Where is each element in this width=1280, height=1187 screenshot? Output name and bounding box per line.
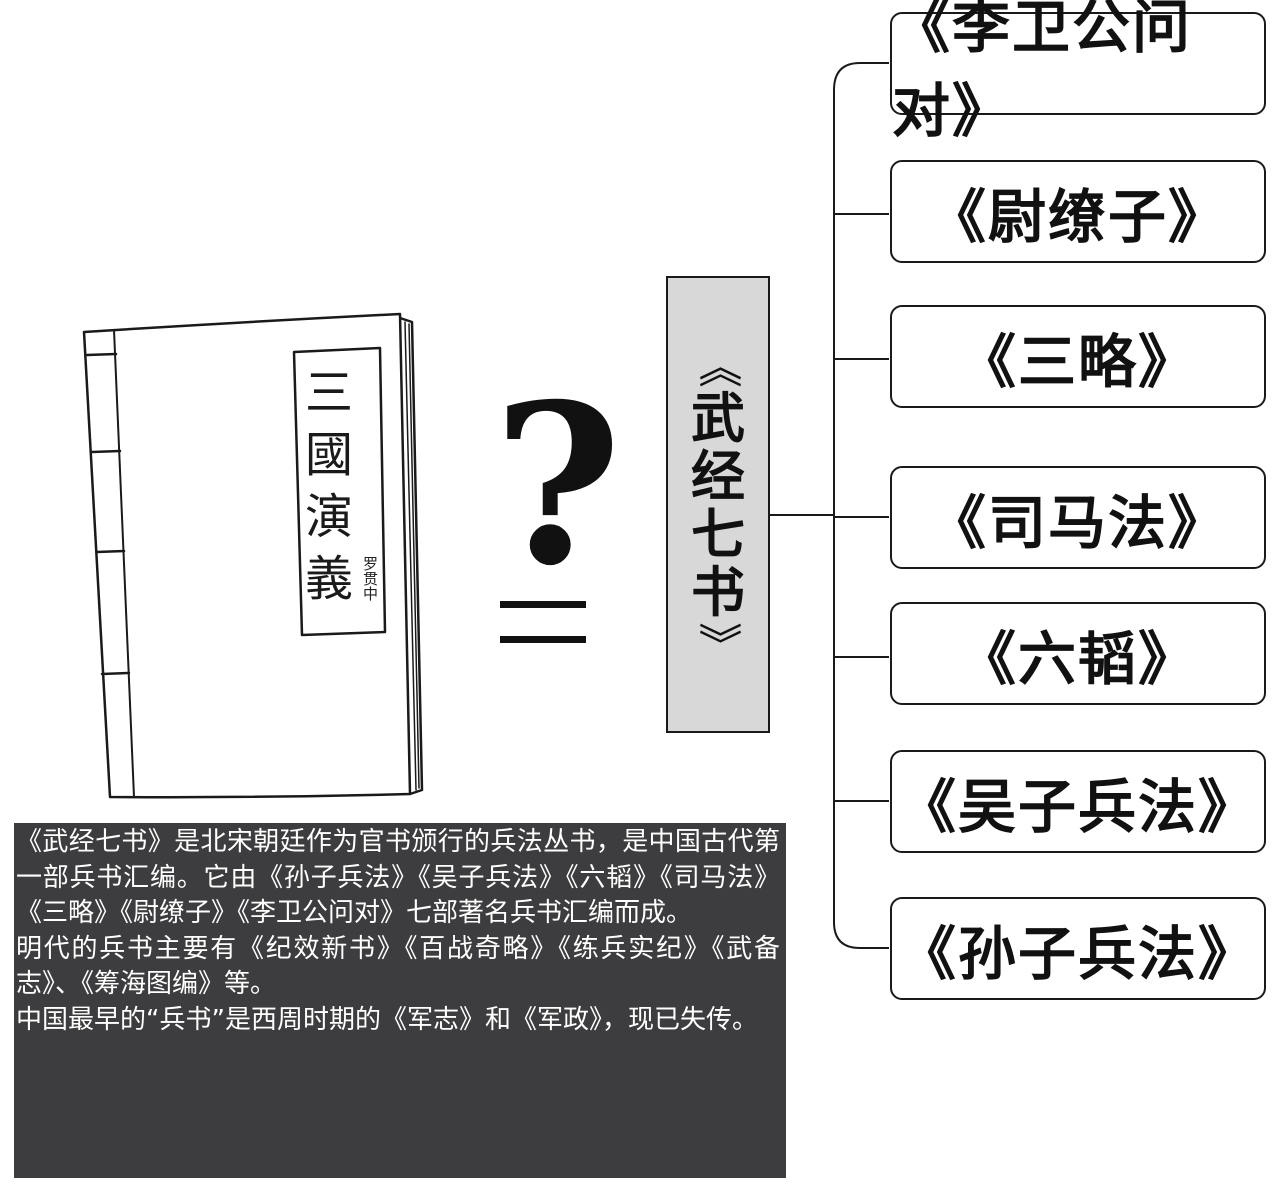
equals-sign [500, 601, 586, 643]
book-title-char: 三 [304, 365, 353, 421]
center-close-bracket: 》 [693, 621, 744, 666]
center-char: 书 [691, 559, 745, 624]
book-title-label: 三 國 演 義 [294, 352, 380, 634]
book-page-edge-line [408, 323, 420, 789]
book-title-label-frame [292, 346, 387, 637]
center-char: 经 [691, 443, 745, 508]
book-title-char: 演 [304, 489, 353, 545]
explanatory-note: 《武经七书》是北宋朝廷作为官书颁行的兵法丛书，是中国古代第一部兵书汇编。它由《孙… [14, 823, 786, 1178]
book-stitch [100, 671, 131, 676]
equals-bar-top [500, 601, 586, 608]
center-node-wujing-qishu: 《 武 经 七 书 》 [666, 276, 770, 733]
center-char: 七 [691, 501, 745, 566]
connector-trunk [833, 62, 889, 949]
note-paragraph: 《武经七书》是北宋朝廷作为官书颁行的兵法丛书，是中国古代第一部兵书汇编。它由《孙… [16, 827, 780, 928]
question-mark: ? [493, 355, 622, 614]
book-title-char: 義 [304, 551, 353, 607]
branch-node-sun-zi-bing-fa: 《孙子兵法》 [890, 897, 1266, 1000]
book-stitch [85, 352, 118, 357]
center-open-bracket: 《 [693, 343, 744, 388]
book-spine-line [113, 329, 135, 798]
book-author: 罗贯中 [361, 556, 379, 601]
book-illustration [82, 312, 424, 799]
book-stitch [90, 449, 122, 454]
branch-node-wei-liao-zi: 《尉缭子》 [890, 160, 1266, 263]
book-page-edge-line [404, 321, 417, 791]
center-char: 武 [691, 385, 745, 450]
branch-node-li-wei-gong-wen-dui: 《李卫公问对》 [890, 0, 1266, 145]
branch-node-san-lue: 《三略》 [890, 305, 1266, 408]
note-paragraph: 明代的兵书主要有《纪效新书》《百战奇略》《练兵实纪》《武备志》、《筹海图编》等。 [16, 933, 780, 1000]
equals-bar-bottom [500, 636, 586, 643]
book-stitch [95, 549, 126, 554]
branch-node-si-ma-fa: 《司马法》 [890, 466, 1266, 569]
branch-node-liu-tao: 《六韬》 [890, 602, 1266, 705]
book-page-edges [398, 316, 424, 796]
book-title-char: 國 [304, 427, 353, 483]
branch-node-wu-zi-bing-fa: 《吴子兵法》 [890, 750, 1266, 853]
tree-connectors [770, 62, 889, 949]
note-paragraph: 中国最早的“兵书”是西周时期的《军志》和《军政》，现已失传。 [16, 1004, 758, 1035]
